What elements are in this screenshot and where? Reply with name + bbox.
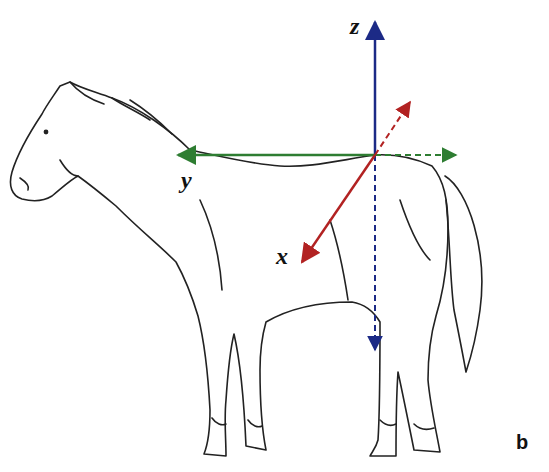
panel-letter: b: [516, 432, 528, 452]
axis-label: z: [350, 14, 359, 38]
x-axis: [302, 155, 375, 262]
axis-label: y: [181, 168, 192, 192]
z-axis-negative: [374, 155, 376, 350]
y-axis: [178, 154, 375, 157]
y-axis-negative: [375, 154, 456, 156]
x-axis-negative: [375, 102, 410, 155]
z-axis: [374, 22, 377, 155]
axis-label: x: [276, 244, 288, 268]
